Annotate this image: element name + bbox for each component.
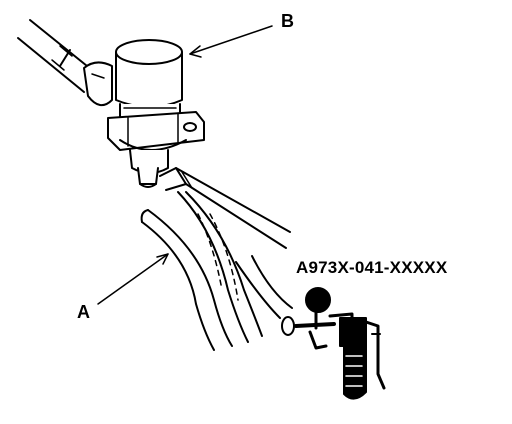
callout-label-a: A: [77, 302, 90, 322]
hose-a: [140, 191, 295, 351]
valve-b: [107, 39, 205, 188]
vacuum-pump-tool: [294, 287, 386, 400]
leader-lines: [97, 25, 273, 305]
elbow-connector: [83, 61, 113, 107]
tool-part-number-label: A973X-041-XXXXX: [296, 258, 448, 277]
right-hose: [159, 167, 291, 249]
upper-hose: [17, 19, 93, 93]
callout-label-b: B: [281, 11, 294, 31]
